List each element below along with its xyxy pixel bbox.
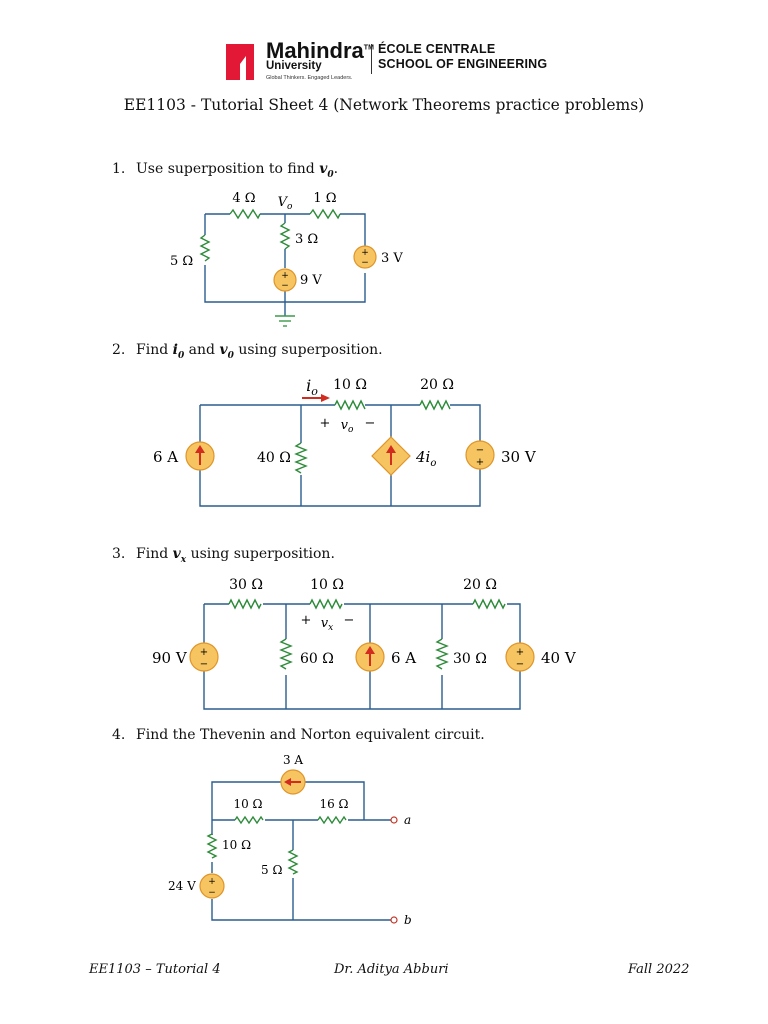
svg-text:+: + [361,248,369,258]
c3-vx-label: vx [321,616,333,633]
svg-text:−: − [476,445,484,456]
svg-text:+: + [200,647,208,658]
c3-r1-label: 30 Ω [229,577,263,593]
school-line2: SCHOOL OF ENGINEERING [378,57,548,71]
logo-divider [371,44,372,74]
problem-mid: and [188,342,215,358]
svg-text:+: + [476,457,484,468]
problem-4: 4. Find the Thevenin and Norton equivalen… [112,727,485,743]
university-logo: MahindraTM University Global Thinkers. E… [224,38,554,84]
footer-term: Fall 2022 [628,962,690,977]
c2-vs-label: 30 V [501,448,537,466]
school-line1: ÉCOLE CENTRALE [378,42,496,56]
c2-plus: + [320,416,331,431]
c4-r1-label: 10 Ω [233,797,262,811]
problem-3: 3. Find vx using superposition. [112,546,335,565]
brand-tm: TM [363,44,374,52]
c2-io-label: io [306,376,318,398]
problem-text: Find [136,546,169,562]
c2-minus: − [365,416,376,431]
problem-var: v0 [319,161,334,180]
problem-var: vx [172,546,187,565]
brand-name: Mahindra [266,38,364,63]
svg-text:−: − [281,281,289,291]
c4-terminal-b: b [404,913,412,927]
svg-text:−: − [361,258,369,268]
c2-r3-label: 40 Ω [257,450,291,466]
svg-text:+: + [208,877,216,887]
problem-var2: v0 [219,342,234,361]
problem-2: 2. Find i0 and v0 using superposition. [112,342,383,361]
svg-text:−: − [516,659,524,670]
c1-vo-label: Vo [278,195,293,212]
c2-vo-label: vo [341,418,354,435]
c4-cs-label: 3 A [283,753,303,767]
c4-r3-label: 10 Ω [222,838,251,852]
c2-r1-label: 10 Ω [333,377,367,393]
logo-mark-icon [226,44,254,80]
c2-r2-label: 20 Ω [420,377,454,393]
c3-r2-label: 10 Ω [310,577,344,593]
c1-src2-label: 3 V [381,251,403,266]
c1-src1-label: 9 V [300,273,322,288]
problem-tail: using superposition. [190,546,335,562]
c4-r2-label: 16 Ω [319,797,348,811]
page-title: EE1103 - Tutorial Sheet 4 (Network Theor… [123,96,645,114]
svg-text:−: − [208,888,216,898]
problem-text: Use superposition to find [136,161,315,177]
problem-text: Find the Thevenin and Norton equivalent … [136,727,485,743]
problem-var: i0 [172,342,185,361]
c2-dep-label: 4io [415,448,436,469]
c3-r3-label: 20 Ω [463,577,497,593]
c1-r3-label: 3 Ω [295,232,318,247]
circuit-1: + − + − 4 Ω Vo 1 Ω 3 Ω 5 Ω 9 V 3 V [170,191,403,327]
footer-instructor: Dr. Aditya Abburi [334,962,449,977]
problem-tail: . [333,161,339,177]
c1-r2-label: 1 Ω [313,191,336,206]
c3-vs2-label: 40 V [541,649,577,667]
c3-vs1-label: 90 V [152,649,188,667]
circuit-3: + − + − 30 Ω 10 Ω 20 Ω + vx − 90 V 60 Ω … [152,577,577,710]
problem-number: 2. [112,342,126,358]
problem-1: 1. Use superposition to find v0. [112,161,338,180]
brand-university: University [266,60,322,72]
svg-text:+: + [516,647,524,658]
problem-text: Find [136,342,169,358]
circuit-4: + − 3 A 10 Ω 16 Ω 10 Ω 5 Ω 24 V a b [168,753,412,927]
c3-plus: + [301,613,312,628]
c3-cs-label: 6 A [391,649,416,667]
c3-r5-label: 30 Ω [453,651,487,667]
svg-text:−: − [200,659,208,670]
svg-text:+: + [281,271,289,281]
footer-course: EE1103 – Tutorial 4 [89,962,221,977]
problem-tail: using superposition. [238,342,383,358]
c3-minus: − [344,613,355,628]
problem-number: 3. [112,546,126,562]
c1-r4-label: 5 Ω [170,254,193,269]
problem-number: 1. [112,161,126,177]
c4-r4-label: 5 Ω [261,863,282,877]
circuit-2: − + io 10 Ω 20 Ω + vo − 6 A 40 Ω 4io 30 … [153,376,537,507]
brand-tagline: Global Thinkers. Engaged Leaders. [266,75,353,81]
c2-cs-label: 6 A [153,448,178,466]
c1-r1-label: 4 Ω [232,191,255,206]
c3-r4-label: 60 Ω [300,651,334,667]
problem-number: 4. [112,727,126,743]
c4-vs-label: 24 V [168,879,196,893]
c4-terminal-a: a [404,813,411,827]
